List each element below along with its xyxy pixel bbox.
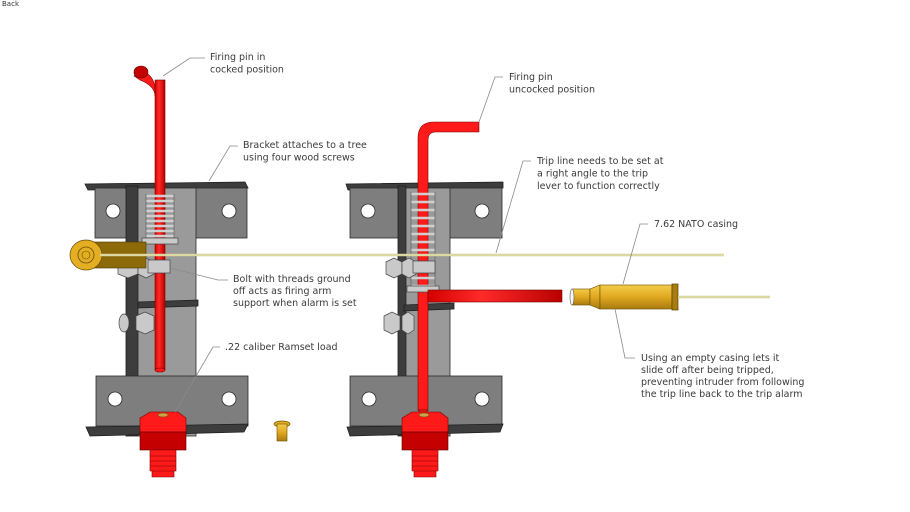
callout-line: Firing pin	[509, 72, 553, 83]
callout-firing-pin-cocked: Firing pin in cocked position	[162, 52, 284, 77]
callout-line: Bracket attaches to a tree	[243, 140, 367, 151]
lower-bolt	[383, 311, 415, 335]
screw-hole	[360, 203, 376, 219]
callout-line: preventing intruder from following	[641, 377, 804, 388]
back-link[interactable]: Back	[2, 0, 19, 8]
trip-lever	[427, 289, 563, 303]
callout-line: lever to function correctly	[537, 181, 660, 192]
callout-line: uncocked position	[509, 85, 595, 96]
svg-text:.22 caliber Ramset load: .22 caliber Ramset load	[225, 342, 338, 353]
callout-line: support when alarm is set	[233, 298, 357, 309]
callout-line: off acts as firing arm	[233, 286, 331, 297]
callout-casing: 7.62 NATO casing	[622, 219, 738, 285]
svg-text:Trip line needs to be set ata: Trip line needs to be set at a right angl…	[536, 156, 664, 192]
firing-chamber	[401, 411, 449, 478]
screw-hole	[221, 203, 237, 219]
callout-line: Firing pin in	[210, 52, 265, 63]
callout-trip-line: Trip line needs to be set at a right angl…	[495, 156, 664, 254]
screw-hole	[221, 391, 237, 407]
screw-hole	[107, 391, 123, 407]
callout-line: slide off after being tripped,	[641, 365, 774, 376]
ramset-load-cartridge	[273, 420, 291, 442]
svg-text:7.62 NATO casing: 7.62 NATO casing	[654, 219, 738, 230]
bottom-bracket	[85, 375, 249, 437]
callout-line: cocked position	[210, 65, 284, 76]
callout-line: .22 caliber Ramset load	[225, 342, 338, 353]
lower-bolt	[118, 311, 155, 335]
uncocked-assembly	[345, 121, 563, 478]
callout-line: using four wood screws	[243, 153, 355, 164]
shelf	[403, 302, 455, 312]
bolt-support	[385, 257, 436, 279]
callout-line: a right angle to the trip	[537, 169, 648, 180]
cocked-assembly	[69, 65, 249, 478]
callout-firing-pin-uncocked: Firing pin uncocked position	[478, 72, 595, 123]
callout-line: the trip line back to the trip alarm	[641, 389, 802, 400]
callout-bracket: Bracket attaches to a tree using four woo…	[208, 140, 367, 182]
nato-casing	[569, 283, 770, 311]
shelf	[137, 299, 199, 309]
screw-hole	[105, 203, 121, 219]
firing-chamber	[139, 411, 187, 478]
callout-line: Trip line needs to be set at	[536, 156, 664, 167]
screw-hole	[474, 391, 490, 407]
callout-line: 7.62 NATO casing	[654, 219, 738, 230]
spring	[141, 194, 179, 245]
callout-ramset: .22 caliber Ramset load	[174, 342, 338, 413]
callout-line: Using an empty casing lets it	[641, 353, 779, 364]
screw-hole	[361, 391, 377, 407]
screw-hole	[474, 203, 490, 219]
callout-line: Bolt with threads ground	[233, 274, 351, 285]
